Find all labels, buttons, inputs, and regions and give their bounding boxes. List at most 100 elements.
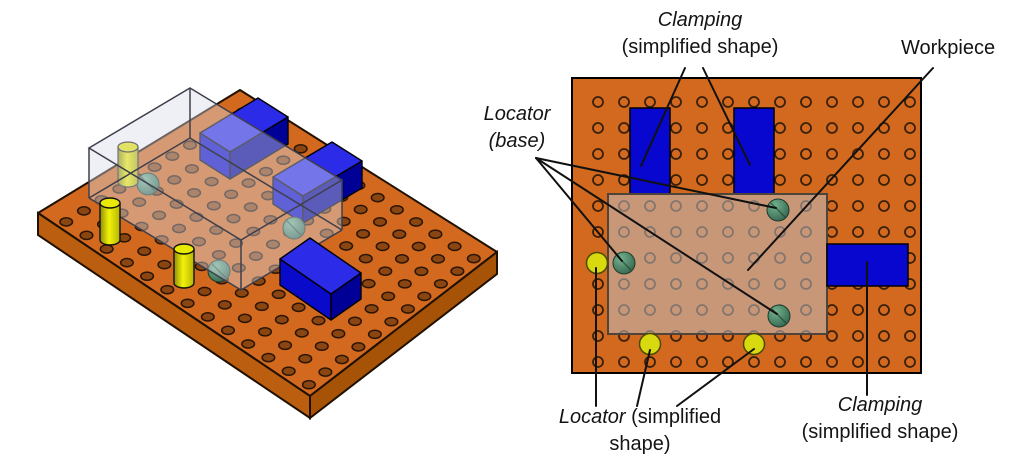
plate-hole-iso	[298, 353, 313, 364]
leader-locator-base-1	[535, 157, 777, 209]
plate-hole	[826, 330, 838, 342]
plate-hole	[878, 356, 890, 368]
plate-hole	[618, 148, 630, 160]
clamp-block-iso-2	[272, 141, 363, 224]
plate-hole	[826, 148, 838, 160]
plate-hole-iso	[241, 178, 256, 188]
plate-hole-iso	[211, 249, 226, 260]
leader-locator-simplified-2	[636, 349, 651, 407]
clamp3-top-face	[279, 237, 362, 295]
label-workpiece: Workpiece	[901, 35, 1021, 62]
plate-hole-iso	[433, 278, 448, 289]
locator-pin-top-view	[742, 332, 766, 356]
plate-hole-iso	[167, 175, 182, 185]
plate-hole	[592, 278, 604, 290]
plate-hole-iso	[409, 217, 424, 227]
plate-hole-iso	[392, 229, 407, 240]
clamp-block-top-2	[733, 107, 775, 195]
plate-hole	[618, 174, 630, 186]
plate-hole-iso	[258, 166, 274, 177]
plate-hole	[774, 96, 786, 108]
leader-lines	[535, 67, 934, 407]
plate-hole	[592, 200, 604, 212]
plate-hole-iso	[217, 300, 232, 310]
plate-hole-iso	[370, 192, 385, 203]
label-clamping-bottom: Clamping (simplified shape)	[780, 392, 980, 446]
plate-hole	[904, 96, 916, 108]
plate-hole-iso	[400, 304, 415, 314]
plate-hole-iso	[254, 301, 269, 312]
plate-hole-iso	[364, 303, 379, 314]
plate-hole	[878, 200, 890, 212]
plate-hole	[904, 304, 916, 316]
clamp2-top-face	[272, 141, 363, 197]
plate-hole-iso	[237, 313, 252, 324]
plate-hole-iso	[79, 230, 94, 241]
plate-hole-iso	[411, 241, 426, 252]
plate-hole-iso	[293, 143, 308, 154]
plate-hole	[904, 200, 916, 212]
plate-hole	[592, 174, 604, 186]
plate-hole-iso	[384, 316, 399, 327]
plate-hole-iso	[226, 213, 241, 224]
plate-hole-iso	[231, 263, 246, 273]
plate-hole-iso	[200, 312, 215, 322]
plate-hole-iso	[278, 340, 293, 351]
leader-locator-simplified-3	[676, 348, 755, 407]
locator-pin-top	[99, 197, 121, 209]
plate-hole-iso	[224, 189, 239, 200]
plate-hole-iso	[361, 278, 376, 289]
label-clamping-top: Clamping (simplified shape)	[597, 7, 803, 61]
plate-hole	[748, 96, 760, 108]
plate-hole-iso	[378, 266, 393, 277]
locator-pins-top	[585, 251, 766, 356]
locator-pin-top	[173, 243, 195, 255]
clamp-block-iso-3	[279, 237, 362, 321]
plate-hole	[592, 226, 604, 238]
plate-hole	[696, 148, 708, 160]
plate-hole-iso	[206, 200, 221, 211]
workpiece-glass-fill	[89, 88, 342, 290]
plate-hole	[722, 148, 734, 160]
plate-hole-iso	[229, 238, 244, 248]
plate-hole	[904, 122, 916, 134]
plate-hole	[670, 356, 682, 368]
plate-hole-iso	[152, 210, 167, 221]
label-workpiece-line1: Workpiece	[901, 37, 996, 59]
plate-hole	[722, 174, 734, 186]
plate-hole-iso	[160, 284, 175, 295]
locator-pin-iso-3	[173, 243, 195, 289]
plate-hole-iso	[318, 367, 333, 377]
plate-hole-iso	[132, 197, 147, 207]
plate-hole	[852, 356, 864, 368]
label-locator-simplified-rest: (simplified	[625, 406, 722, 428]
plate-hole-iso	[197, 286, 212, 297]
plate-hole-iso	[265, 239, 281, 250]
workpiece-vertical-edges	[88, 88, 343, 290]
plate-hole	[696, 96, 708, 108]
plate-hole	[878, 148, 890, 160]
label-clamping-bottom-line1: Clamping	[837, 394, 923, 416]
plate-hole	[722, 96, 734, 108]
plate-hole	[878, 226, 890, 238]
leader-locator-base-3	[535, 157, 778, 315]
plate-hole-iso	[261, 352, 276, 363]
plate-hole-iso	[274, 314, 289, 325]
locator-pin-body	[173, 249, 195, 289]
plate-hole-iso	[257, 326, 273, 337]
plate-hole-iso	[147, 162, 162, 172]
plate-hole	[722, 356, 734, 368]
plate-hole	[618, 122, 630, 134]
plate-hole-iso	[99, 244, 114, 254]
label-clamping-top-line1: Clamping	[657, 9, 743, 31]
plate-hole	[852, 122, 864, 134]
locator-pin-top-view	[638, 332, 662, 356]
plate-hole-iso	[251, 276, 266, 286]
plate-hole	[774, 148, 786, 160]
plate-hole-iso	[209, 225, 224, 235]
plate-hole	[592, 304, 604, 316]
label-clamping-bottom-line2: (simplified shape)	[801, 421, 959, 443]
plate-hole-iso	[165, 151, 180, 161]
plate-hole	[904, 226, 916, 238]
plate-hole-iso	[351, 342, 366, 352]
